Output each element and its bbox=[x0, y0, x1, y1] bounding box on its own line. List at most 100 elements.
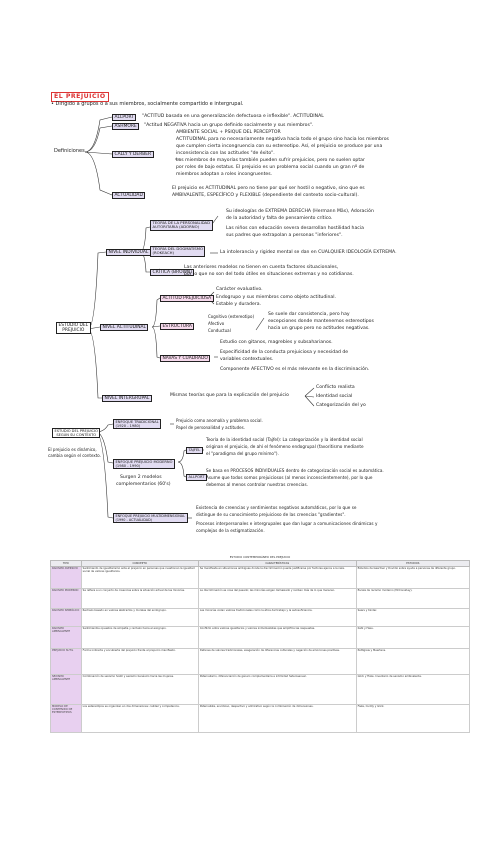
table-cell-caracteristicas: Paternalismo, diferenciación de género c… bbox=[197, 673, 357, 705]
table-cell-caracteristicas: Las minorías violan valores tradicionale… bbox=[197, 607, 357, 627]
critica-tag: CRÍTICA (BROWN) bbox=[150, 269, 195, 277]
autoritaria-line-0: Su ideologías de EXTREMA DERECHA (Herman… bbox=[226, 209, 374, 214]
navas-tag: NAVAS Y CUADRADO bbox=[160, 355, 211, 363]
table-cell-estudios: Sears y Kinder. bbox=[355, 607, 471, 627]
estudio-label-1: PREJUICIO bbox=[62, 328, 85, 334]
tradicional-tag-0: ENFOQUE TRADICIONAL bbox=[115, 420, 159, 424]
allport-tag: ALLPORT bbox=[112, 114, 137, 122]
table-cell-tipo: RACISMO AMBIVALENTE bbox=[50, 625, 82, 649]
autoritaria-line-3: sus padres que extrapolan a personas "in… bbox=[226, 233, 343, 238]
table-cell-concepto: Combinación de sexismo hostil y sexismo … bbox=[80, 673, 199, 705]
moderno-sub-0: Surgen 2 modelos bbox=[120, 475, 162, 480]
critica-line-0: Las anteriores modelos no tienen en cuen… bbox=[184, 265, 339, 270]
table-cell-caracteristicas: Se manifiesta en situaciones ambiguas do… bbox=[197, 565, 357, 589]
table-cell-concepto: Rechazo basado en valores abstractos y m… bbox=[80, 607, 199, 627]
table-cell-concepto: Se refiere a un conjunto de creencias so… bbox=[80, 587, 199, 609]
autoritaria-line-2: Las niños con educación severa desarroll… bbox=[226, 226, 364, 231]
table-cell-concepto: Sentimiento de igualitarismo ante el pre… bbox=[80, 565, 199, 589]
tajfel-tag: TAJFEL bbox=[186, 447, 203, 455]
table-cell-tipo: RACISMO MODERNO bbox=[50, 587, 82, 609]
cawley-line-1: ACTITUDINAL para no necesariamente negat… bbox=[176, 137, 389, 142]
intergrupal-item-0: Conflicto realista bbox=[316, 385, 355, 390]
multidimensional-line-2: Procesos interpersonales e intergrupales… bbox=[196, 521, 378, 526]
table-cell-estudios: Katz y Hass. bbox=[355, 625, 471, 649]
dogmatismo-tag-0: TEORÍA DEL DOGMATISMO bbox=[152, 246, 203, 251]
estructura-item-1: Afectivo bbox=[208, 321, 225, 326]
actitud-line-0: Carácter evaluativo. bbox=[216, 287, 263, 292]
navas-line-1: Especificidad de la conducta prejuiciosa… bbox=[220, 350, 349, 355]
contexto-note-1: cambia según el contexto. bbox=[48, 453, 101, 458]
table-cell-estudios: Fiske, Cuddy y Glick. bbox=[355, 703, 471, 733]
nivel-intergrupal-tag: NIVEL INTERGRUPAL bbox=[102, 395, 152, 403]
table-cell-caracteristicas: Conflicto entre valores igualitarios y v… bbox=[197, 625, 357, 649]
definiciones-label: Definiciones bbox=[54, 148, 85, 154]
estructura-item-2: Conductual bbox=[208, 328, 231, 333]
estructura-line-2: hacia un grupo pero no actitudes negativ… bbox=[268, 326, 370, 331]
navas-line-3: Componente AFECTIVO es el más relevante … bbox=[220, 367, 370, 372]
intergrupal-item-1: Identidad social bbox=[316, 394, 353, 399]
critica-line-1: por lo que no son del todo útiles en sit… bbox=[184, 272, 354, 277]
contexto-note-0: El prejuicio es dinámico, bbox=[48, 447, 97, 452]
table-cell-caracteristicas: La discriminación es cosa del pasado; la… bbox=[197, 587, 357, 609]
intro-text: • Dirigido a grupos o a sus miembros, so… bbox=[51, 101, 244, 107]
table-cell-tipo: PREJUICIO SUTIL bbox=[50, 647, 82, 675]
allport-moderno-line-0: Se basa en PROCESOS INDIVIDUALES dentro … bbox=[206, 468, 384, 473]
multidimensional-line-1: distingue de su conocimiento prejuicioso… bbox=[196, 512, 346, 517]
navas-line-0: Estudio con gitanos, magrebíes y subsaha… bbox=[220, 340, 333, 345]
estructura-item-0: Cognitivo (estereotipo) bbox=[208, 314, 255, 319]
autoritaria-line-1: de la autoridad y falta de pensamiento c… bbox=[226, 216, 333, 221]
table-cell-estudios: Escala de racismo moderno (McConahay). bbox=[355, 587, 471, 609]
table-cell-estudios: Pettigrew y Meertens. bbox=[355, 647, 471, 675]
table-title: ESTUDIO CONTEMPORÁNEO DEL PREJUICIO bbox=[229, 555, 291, 559]
actitud-prejuiciosa-tag: ACTITUD PREJUICIOSA bbox=[160, 295, 214, 303]
table-cell-tipo: SEXISMO AMBIVALENTE bbox=[50, 673, 82, 705]
multidimensional-line-3: complejas de la estigmatización. bbox=[196, 528, 265, 533]
autoritaria-tag-1: AUTORITARIA (ADORNO) bbox=[152, 224, 200, 230]
intergrupal-text: Mismas teorías que para la explicación d… bbox=[170, 393, 289, 398]
autoritaria-tag-0: TEORÍA DE LA PERSONALIDAD bbox=[152, 220, 211, 225]
allport-moderno-line-2: debemos al menos controlar nuestras cree… bbox=[206, 482, 308, 487]
table-cell-concepto: Forma indirecta y encubierta del prejuic… bbox=[80, 647, 199, 675]
tajfel-line-2: el "paradigma del grupo mínimo"). bbox=[206, 451, 279, 456]
navas-line-2: variables contextuales. bbox=[220, 357, 274, 362]
nivel-individual-tag: NIVEL INDIVIDUAL bbox=[106, 249, 151, 257]
moderno-tag-1: (1980 - 1990) bbox=[115, 464, 141, 469]
multidimensional-tag-1: (1990 - ACTUALIDAD) bbox=[115, 518, 153, 522]
table-cell-concepto: Los estereotipos se organizan en dos dim… bbox=[80, 703, 199, 733]
estudio-contemporaneo-table: TIPO CONCEPTO CARACTERÍSTICAS ESTUDIOS R… bbox=[50, 560, 471, 733]
tradicional-tag-1: (1920 - 1980) bbox=[115, 424, 141, 429]
moderno-tag: ENFOQUE PREJUICIO MODERNO (1980 - 1990) bbox=[113, 459, 175, 470]
dogmatismo-tag-1: (ROKEACH) bbox=[152, 250, 175, 256]
table-cell-estudios: Glick y Fiske. Inventario de sexismo amb… bbox=[355, 673, 471, 705]
page-title: EL PREJUICIO bbox=[51, 92, 109, 102]
allport-moderno-tag: ALLPORT bbox=[186, 474, 207, 482]
multidimensional-tag: ENFOQUE PREJUICIO MULTIDIMENSIONAL (1990… bbox=[113, 513, 188, 523]
estructura-line-0: Se suele dar consistencia, pero hay bbox=[268, 312, 350, 317]
multidimensional-tag-0: ENFOQUE PREJUICIO MULTIDIMENSIONAL bbox=[115, 514, 186, 518]
intergrupal-item-2: Categorización del yo bbox=[316, 403, 366, 408]
tajfel-line-1: originan el prejuicio, de ahí el fenómen… bbox=[206, 444, 364, 449]
allport-moderno-line-1: Asume que todos somos prejuiciosos (al m… bbox=[206, 475, 373, 480]
table-cell-tipo: RACISMO AVERSIVO bbox=[50, 565, 82, 589]
actualidad-line-1: AMBIVALENTE, ESPECÍFICO y FLEXIBLE (depe… bbox=[172, 193, 359, 198]
tradicional-line-1: Papel de personalidad y actitudes. bbox=[176, 425, 245, 430]
cawley-tag: CALLY Y DERBER bbox=[112, 151, 154, 159]
tajfel-line-0: Teoría de la identidad social (Tajfel): … bbox=[206, 437, 363, 442]
cawley-line-6: miembros adoptan a roles incongruentes. bbox=[176, 172, 273, 177]
tradicional-line-0: Prejuicio como anomalía y problema socia… bbox=[176, 418, 263, 423]
moderno-tag-0: ENFOQUE PREJUICIO MODERNO bbox=[115, 460, 173, 464]
contexto-label: ESTUDIO DEL PREJUICIO SEGÚN SU CONTEXTO bbox=[52, 428, 101, 439]
estudio-label-0: ESTUDIO DEL bbox=[58, 323, 89, 328]
cawley-line-0: AMBIENTE SOCIAL + PSIQUE DEL PERCEPTOR bbox=[176, 130, 281, 135]
nivel-actitudinal-tag: NIVEL ACTITUDINAL bbox=[100, 324, 149, 332]
estructura-line-1: excepciones donde mantenemos estereotipo… bbox=[268, 319, 374, 324]
table-cell-tipo: MODELO DE CONTENIDO DE ESTEREOTIPOS bbox=[50, 703, 82, 733]
